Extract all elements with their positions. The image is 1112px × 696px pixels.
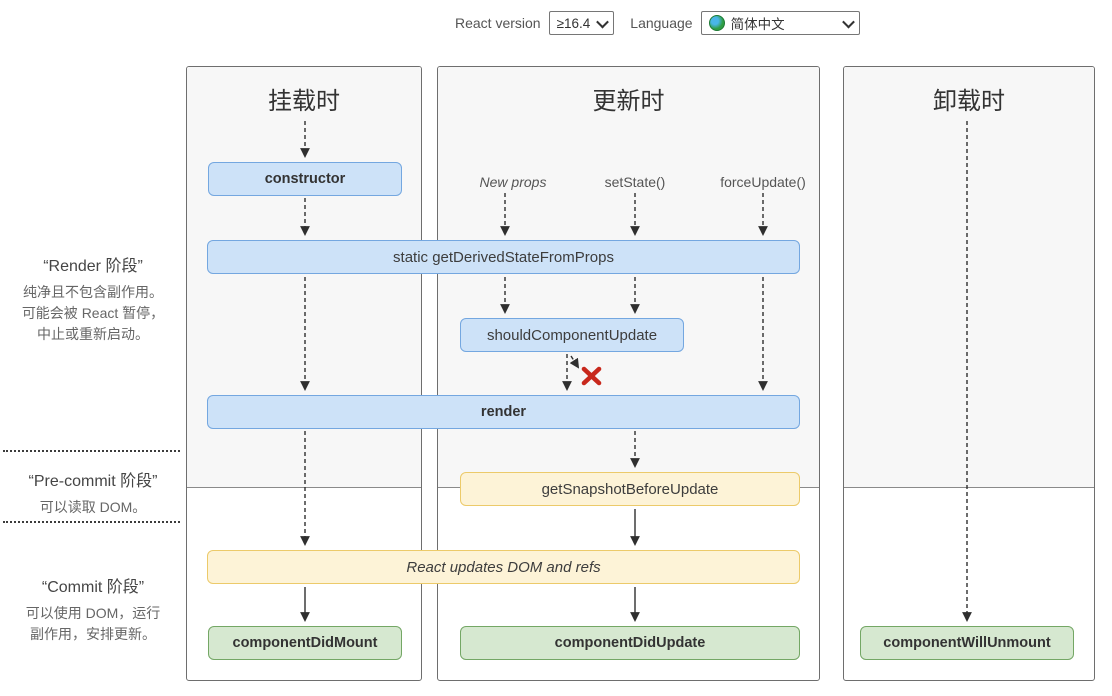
render-phase-desc: 纯净且不包含副作用。	[23, 284, 163, 300]
globe-icon	[708, 15, 725, 31]
top-controls: React version ≥16.4 Language 简体中文	[455, 10, 860, 36]
react-updates-dom-node: React updates DOM and refs	[207, 550, 800, 584]
phase-separator	[3, 521, 180, 523]
language-value: 简体中文	[730, 17, 785, 32]
new-props-label: New props	[479, 174, 547, 190]
column-updating: 更新时	[437, 66, 820, 681]
commit-phase-desc: 副作用，安排更新。	[30, 626, 156, 642]
react-version-value: ≥16.4	[556, 15, 591, 31]
render-phase-desc: 中止或重新启动。	[37, 326, 149, 342]
react-version-select[interactable]: ≥16.4	[548, 11, 615, 35]
should-component-update-node[interactable]: shouldComponentUpdate	[460, 318, 684, 352]
render-phase-desc: 可能会被 React 暂停，	[21, 305, 165, 321]
column-mounting-title: 挂载时	[268, 88, 340, 115]
phase-separator	[3, 450, 180, 452]
commit-phase-desc: 可以使用 DOM，运行	[25, 605, 161, 621]
render-phase-zone	[844, 67, 1094, 488]
get-snapshot-before-update-node[interactable]: getSnapshotBeforeUpdate	[460, 472, 800, 506]
language-label: Language	[630, 15, 693, 31]
get-derived-state-from-props-node[interactable]: static getDerivedStateFromProps	[207, 240, 800, 274]
force-update-label: forceUpdate()	[720, 174, 806, 190]
set-state-label: setState()	[604, 174, 666, 190]
render-phase-title: “Render 阶段”	[43, 258, 143, 275]
column-unmounting-title: 卸载时	[933, 88, 1005, 115]
commit-phase-label: “Commit 阶段” 可以使用 DOM，运行 副作用，安排更新。	[0, 573, 186, 645]
column-unmounting: 卸载时	[843, 66, 1095, 681]
column-updating-title: 更新时	[592, 88, 665, 115]
render-phase-label: “Render 阶段” 纯净且不包含副作用。 可能会被 React 暂停， 中止…	[0, 252, 186, 345]
column-mounting: 挂载时	[186, 66, 422, 681]
component-will-unmount-node[interactable]: componentWillUnmount	[860, 626, 1074, 660]
commit-phase-title: “Commit 阶段”	[41, 579, 145, 596]
language-select[interactable]: 简体中文	[700, 11, 860, 35]
pre-commit-phase-desc: 可以读取 DOM。	[39, 499, 147, 515]
react-version-label: React version	[455, 15, 541, 31]
component-did-mount-node[interactable]: componentDidMount	[208, 626, 402, 660]
chevron-down-icon	[596, 15, 610, 28]
render-node[interactable]: render	[207, 395, 800, 429]
constructor-node[interactable]: constructor	[208, 162, 402, 196]
component-did-update-node[interactable]: componentDidUpdate	[460, 626, 800, 660]
pre-commit-phase-title: “Pre-commit 阶段”	[28, 473, 158, 490]
chevron-down-icon	[841, 15, 855, 28]
pre-commit-phase-label: “Pre-commit 阶段” 可以读取 DOM。	[0, 467, 186, 518]
